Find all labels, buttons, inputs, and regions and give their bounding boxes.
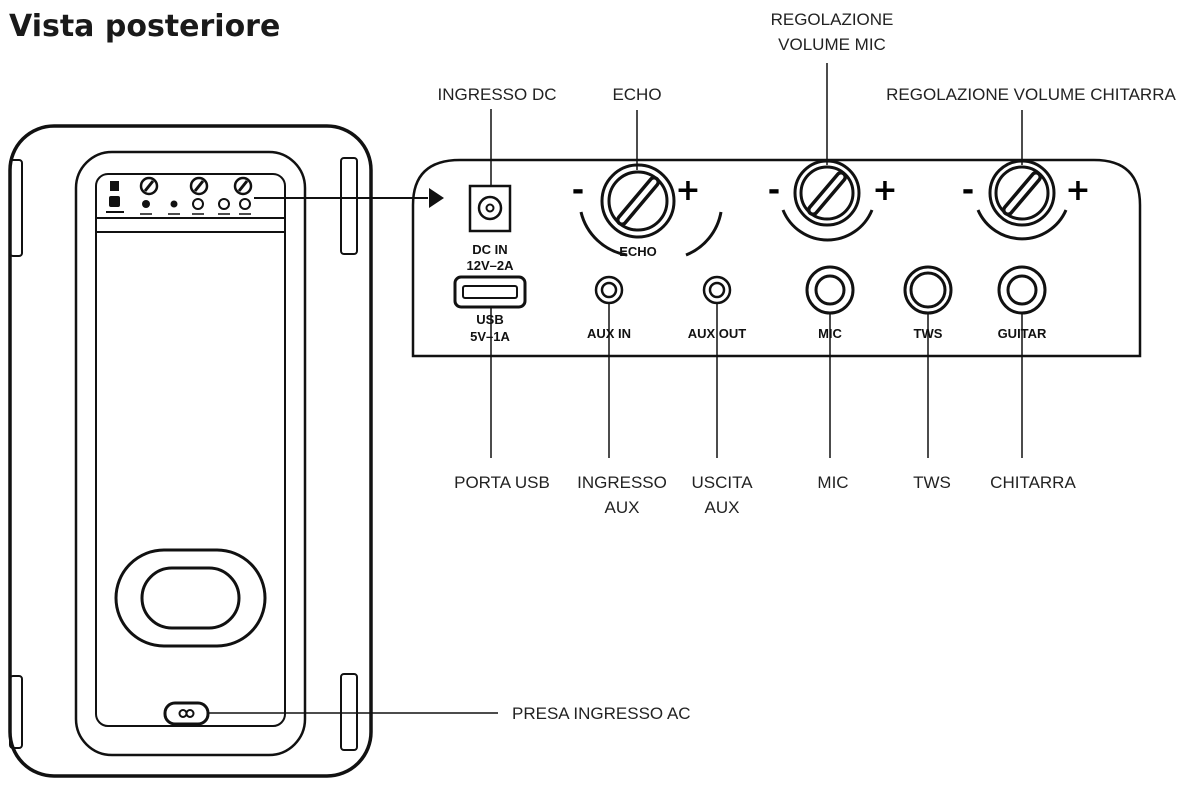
callout-aux-out-line2: AUX [705, 498, 740, 517]
echo-knob [579, 163, 723, 257]
callout-usb-port: PORTA USB [454, 473, 550, 492]
mic-jack [805, 265, 855, 315]
mic-minus-sign: - [768, 173, 780, 208]
aux-out-jack [702, 275, 732, 305]
aux-in-jack [594, 275, 624, 305]
echo-plus-sign: + [675, 173, 700, 208]
callout-echo: ECHO [612, 85, 661, 104]
dc-in-jack [468, 184, 512, 233]
leader-lines [208, 63, 1023, 714]
callout-mic-volume-line2: VOLUME MIC [778, 35, 886, 54]
mic-volume-knob [781, 159, 874, 242]
dc-in-panel-label: DC IN [472, 242, 507, 257]
callout-guitar: CHITARRA [990, 473, 1076, 492]
mic-plus-sign: + [872, 173, 897, 208]
guitar-plus-sign: + [1065, 173, 1090, 208]
pointer-arrow [429, 188, 444, 208]
callout-mic-volume-line1: REGOLAZIONE [771, 10, 894, 29]
dc-in-rating-label: 12V–2A [467, 258, 515, 273]
guitar-minus-sign: - [962, 173, 974, 208]
callout-aux-out-line1: USCITA [691, 473, 753, 492]
speaker-rear-body [8, 124, 373, 778]
usb-port [453, 275, 527, 309]
callout-aux-in-line2: AUX [605, 498, 640, 517]
echo-panel-label: ECHO [619, 244, 657, 259]
callout-aux-in-line1: INGRESSO [577, 473, 667, 492]
usb-panel-label: USB [476, 312, 503, 327]
ac-inlet [163, 701, 210, 726]
callout-ac-inlet: PRESA INGRESSO AC [512, 704, 691, 723]
guitar-jack [997, 265, 1047, 315]
mini-control-panel [106, 176, 253, 215]
callout-dc-in: INGRESSO DC [437, 85, 556, 104]
callout-guitar-volume: REGOLAZIONE VOLUME CHITARRA [886, 85, 1176, 104]
tws-button [903, 265, 953, 315]
echo-minus-sign: - [572, 173, 584, 208]
control-panel-outline [411, 158, 1142, 358]
page-title: Vista posteriore [9, 9, 280, 44]
callout-tws: TWS [913, 473, 951, 492]
callout-mic: MIC [817, 473, 848, 492]
guitar-volume-knob [976, 159, 1068, 241]
